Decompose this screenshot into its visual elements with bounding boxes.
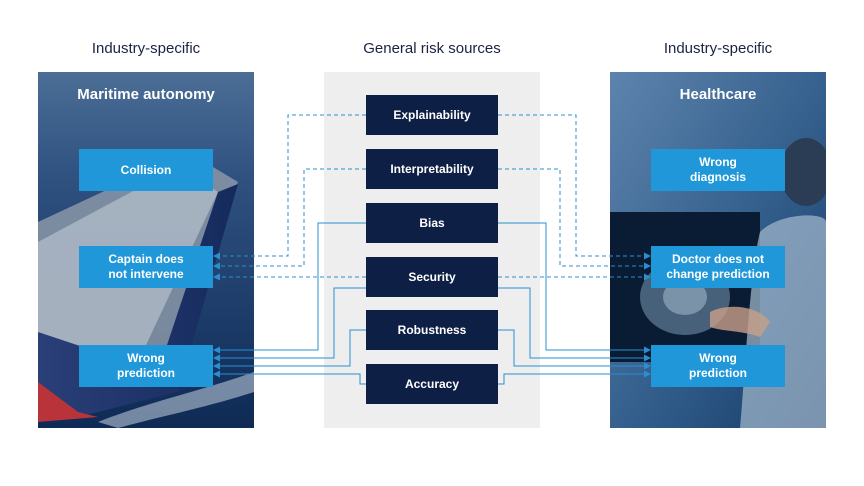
connector-explainability-right [498, 114, 651, 260]
connector-security-left-solid [213, 287, 366, 362]
center-heading: General risk sources [363, 40, 501, 57]
connector-interpretability-right [498, 168, 651, 270]
healthcare-panel-title: Healthcare [679, 86, 757, 103]
maritime-box-wrong-prediction: Wrong prediction [79, 345, 213, 387]
connector-bias-left [213, 222, 366, 354]
risk-box-interpretability: Interpretability [366, 149, 498, 189]
risk-box-accuracy: Accuracy [366, 364, 498, 404]
connector-accuracy-left [213, 370, 366, 385]
risk-box-bias: Bias [366, 203, 498, 243]
maritime-panel-title: Maritime autonomy [77, 86, 215, 103]
connector-bias-right [498, 222, 651, 354]
maritime-box-captain: Captain does not intervene [79, 246, 213, 288]
risk-box-security: Security [366, 257, 498, 297]
healthcare-box-doctor: Doctor does not change prediction [651, 246, 785, 288]
connector-robustness-right [498, 329, 651, 370]
left-heading: Industry-specific [91, 40, 201, 57]
risk-box-explainability: Explainability [366, 95, 498, 135]
risk-box-robustness: Robustness [366, 310, 498, 350]
healthcare-box-wrong-diagnosis: Wrong diagnosis [651, 149, 785, 191]
right-heading: Industry-specific [663, 40, 773, 57]
connector-explainability-left [213, 114, 366, 260]
connector-interpretability-left [213, 168, 366, 270]
connector-accuracy-right [498, 370, 651, 385]
healthcare-box-wrong-prediction: Wrong prediction [651, 345, 785, 387]
connector-security-right-solid [498, 287, 651, 362]
connector-robustness-left [213, 329, 366, 370]
maritime-box-collision: Collision [79, 149, 213, 191]
